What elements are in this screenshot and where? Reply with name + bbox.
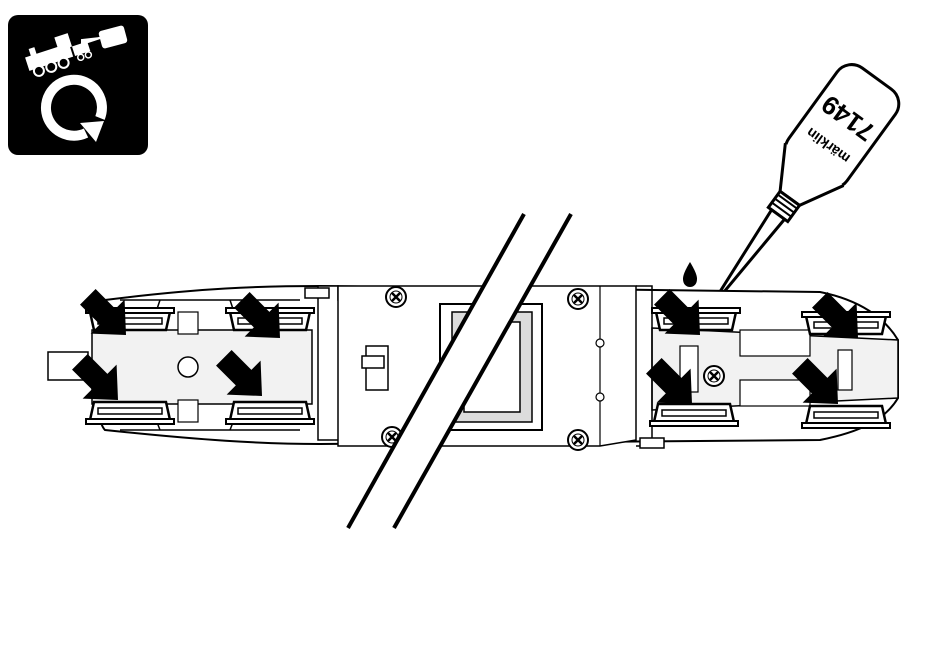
screw-icon: [704, 366, 724, 386]
screw-icon: [568, 289, 588, 309]
wheel: [650, 404, 738, 426]
wheel: [226, 402, 314, 424]
oil-bottle-icon: 7149 märklin: [687, 57, 906, 321]
wheel: [86, 402, 174, 424]
oil-drop-icon: [683, 262, 697, 287]
selector-switch: [362, 346, 388, 390]
screw-icon: [386, 287, 406, 307]
wheel: [802, 406, 890, 428]
locomotive-underside: [48, 214, 898, 528]
screw-icon: [568, 430, 588, 450]
locomotive-oiling-maintenance-icon: [8, 15, 148, 155]
